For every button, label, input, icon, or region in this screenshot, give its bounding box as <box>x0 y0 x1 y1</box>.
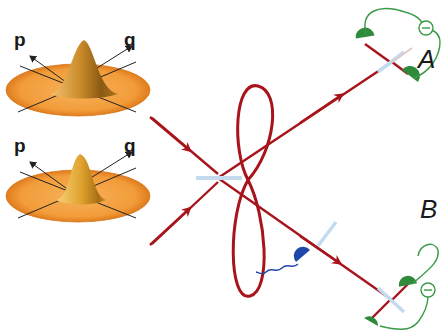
axis-label: p <box>14 136 26 155</box>
wigner-plot <box>6 40 150 116</box>
homodyne-detector <box>364 244 438 329</box>
homodyne-detector <box>355 9 440 82</box>
axis-label: p <box>14 30 26 49</box>
beam-splitter <box>196 176 242 180</box>
party-label: A <box>418 46 435 72</box>
entanglement-loop <box>233 86 272 297</box>
photon-subtraction <box>256 222 336 274</box>
beam <box>150 44 392 318</box>
axis-label: q <box>124 30 136 49</box>
axis-label: q <box>124 136 136 155</box>
wigner-plot <box>6 152 150 222</box>
party-label: B <box>420 196 437 222</box>
